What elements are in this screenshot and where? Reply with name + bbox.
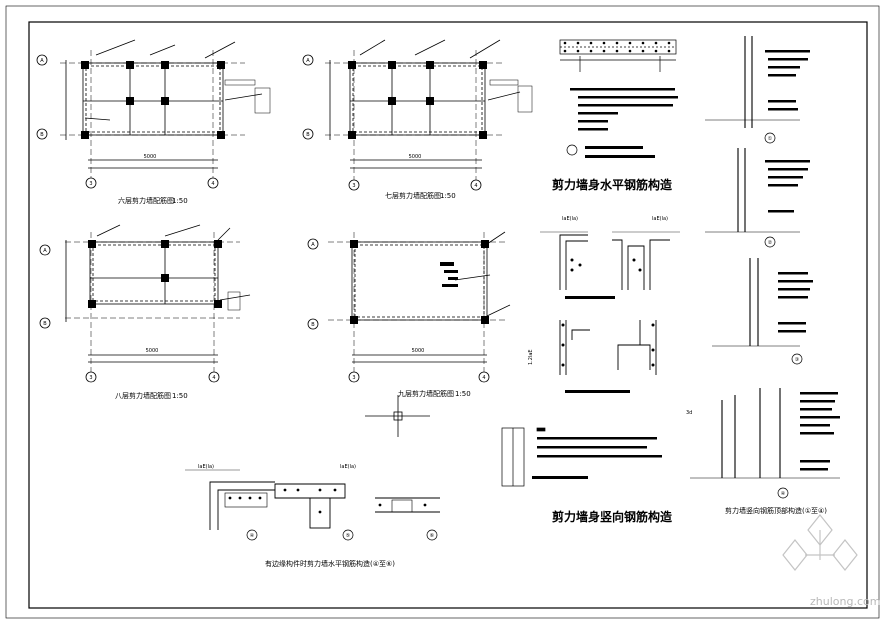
plan-d-rebar-marks [350, 240, 489, 324]
corner-details-dots [561, 258, 655, 393]
anchorage-callout-2: ② [768, 240, 773, 246]
corner-details [540, 231, 680, 375]
horizontal-heading: 剪力墙身水平钢筋构造 [552, 177, 673, 192]
corner-dim-a: laE(la) [562, 216, 578, 222]
plan-a-scale: 1:50 [172, 197, 188, 205]
anchorage-text-blocks [765, 50, 840, 471]
edge-dim-a: laE(la) [198, 464, 214, 470]
plan-b-title: 七层剪力墙配筋图 [385, 191, 441, 200]
plan-a-axis-3: 3 [89, 181, 92, 187]
plan-c-axis-b: B [43, 321, 47, 327]
plan-d-axis-b: B [311, 322, 315, 328]
plan-d-scale: 1:50 [455, 390, 471, 398]
plan-a-axis-b: B [40, 132, 44, 138]
plan-b-rebar-marks [348, 61, 533, 139]
vertical-heading: 剪力墙身竖向钢筋构造 [552, 509, 673, 524]
sheet-border [28, 21, 868, 609]
plan-c-dim: 5000 [146, 348, 159, 354]
edge-callout-6: ⑥ [430, 533, 435, 539]
plan-a-dim: 5000 [144, 154, 157, 160]
edge-callout-5: ⑤ [346, 533, 350, 539]
plan-d [307, 231, 511, 383]
edge-member-dots [228, 488, 427, 514]
plan-b-axis-4: 4 [474, 183, 477, 189]
edge-callout-4: ④ [250, 533, 255, 539]
plan-d-dim: 5000 [412, 348, 425, 354]
plan-b [302, 39, 521, 191]
plan-c-axis-3: 3 [89, 375, 92, 381]
notes-callout-one [566, 144, 578, 156]
edge-dim-b: laE(la) [340, 464, 356, 470]
plan-a-title: 六层剪力墙配筋图 [118, 196, 174, 205]
plan-c-scale: 1:50 [172, 392, 188, 400]
sheet-border-outer [5, 5, 880, 619]
plan-d-axis-a: A [311, 242, 315, 248]
wall-section-strip [559, 39, 677, 72]
plan-c-axis-a: A [43, 248, 47, 254]
anchorage-callout-3: ③ [795, 357, 799, 363]
plan-a-axis-a: A [40, 58, 44, 64]
plan-c [39, 224, 251, 383]
zhulong-logo [782, 514, 858, 571]
plan-a-axis-4: 4 [211, 181, 214, 187]
edge-member-details [185, 469, 440, 530]
edge-member-callouts [246, 529, 438, 541]
anchorage-callouts [764, 132, 803, 499]
vertical-notes [501, 427, 662, 487]
anchorage-details [690, 36, 840, 479]
anchorage-callout-4: ④ [781, 491, 786, 497]
anchorage-callout-1: ① [768, 136, 773, 142]
plan-c-title: 八层剪力墙配筋图 [115, 391, 171, 400]
corner-dim-b: laE(la) [652, 216, 668, 222]
plan-b-axis-b: B [306, 132, 310, 138]
plan-a-rebar-marks [81, 61, 271, 139]
wall-section-dots [563, 41, 671, 53]
plan-d-axis-4: 4 [482, 375, 485, 381]
notes-block-lines [570, 88, 678, 158]
edge-subtitle: 有边缘构件时剪力墙水平钢筋构造(④至⑥) [265, 559, 395, 568]
plan-d-axis-3: 3 [352, 375, 355, 381]
plan-a [36, 39, 263, 189]
plan-b-axis-a: A [306, 58, 310, 64]
plan-b-axis-3: 3 [352, 183, 355, 189]
plan-c-rebar-marks [88, 240, 241, 311]
watermark-brand: zhulong.com [810, 595, 880, 608]
plan-b-scale: 1:50 [440, 192, 456, 200]
corner-dim-c: 1.2laE [528, 349, 534, 365]
anchorage-subtitle: 剪力墙竖向钢筋顶部构造(①至④) [725, 506, 827, 515]
anchorage-dim-3d: 3d [686, 410, 692, 416]
plan-d-title: 九层剪力墙配筋图 [398, 389, 454, 398]
crosshair-mark [365, 395, 430, 437]
plan-c-axis-4: 4 [212, 375, 215, 381]
plan-b-dim: 5000 [409, 154, 422, 160]
